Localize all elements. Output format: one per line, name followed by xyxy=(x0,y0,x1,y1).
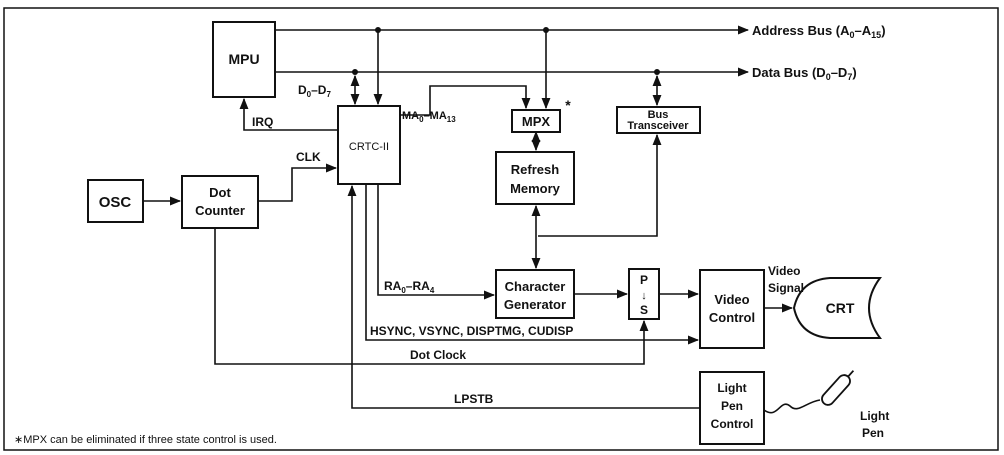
refresh-memory-block xyxy=(495,151,575,205)
light-pen-cable xyxy=(763,399,821,414)
ma-line xyxy=(400,85,531,116)
ra-line xyxy=(377,184,496,300)
crtc-data-label: D0–D7 xyxy=(298,83,331,99)
bus-transceiver-block xyxy=(616,106,701,134)
refresh-memory-label-1: Refresh xyxy=(511,162,559,177)
frame xyxy=(3,7,999,451)
bus-transceiver-label-2: Transceiver xyxy=(627,120,689,132)
data-junction-transceiver xyxy=(654,69,660,75)
mpx-asterisk: * xyxy=(565,97,571,113)
dot-counter-label-1: Dot xyxy=(209,185,231,200)
ps-label-p: P xyxy=(640,273,648,287)
address-bus-label: Address Bus (A0–A15) xyxy=(752,23,886,40)
dot-clock-label: Dot Clock xyxy=(410,348,466,362)
ps-label-s: S xyxy=(640,303,648,317)
osc-label: OSC xyxy=(99,194,132,211)
lpstb-label: LPSTB xyxy=(454,392,494,406)
crtc-block xyxy=(337,105,401,185)
video-control-label-1: Video xyxy=(714,292,749,307)
char-gen-label-1: Character xyxy=(505,279,566,294)
sync-line xyxy=(365,184,700,345)
clk-line xyxy=(258,163,338,202)
bus-transceiver-label-1: Bus xyxy=(648,109,669,121)
mpu-label: MPU xyxy=(228,51,259,67)
data-junction-crtc xyxy=(352,69,358,75)
light-pen-control-label-1: Light xyxy=(717,381,746,395)
video-control-block xyxy=(699,269,765,349)
clk-label: CLK xyxy=(296,150,321,164)
video-signal-label-1: Video xyxy=(768,264,800,278)
crt-label: CRT xyxy=(826,300,855,316)
light-pen-control-label-2: Pen xyxy=(721,399,743,413)
data-bus-label: Data Bus (D0–D7) xyxy=(752,65,857,82)
crtc-label: CRTC-II xyxy=(349,141,389,153)
lpstb-line xyxy=(347,184,700,409)
ra-label: RA0–RA4 xyxy=(384,279,435,295)
light-pen-control-label-3: Control xyxy=(711,417,754,431)
irq-line xyxy=(239,97,338,131)
light-pen-icon xyxy=(821,370,855,406)
char-gen-label-2: Generator xyxy=(504,297,566,312)
sync-label: HSYNC, VSYNC, DISPTMG, CUDISP xyxy=(370,324,573,338)
video-signal-label-2: Signal xyxy=(768,281,804,295)
crt-shape xyxy=(792,277,882,339)
ps-label-arrow: ↓ xyxy=(641,290,647,302)
dot-counter-label-2: Counter xyxy=(195,203,245,218)
light-pen-label-1: Light xyxy=(860,409,889,423)
irq-label: IRQ xyxy=(252,115,273,129)
dot-counter-block xyxy=(181,175,259,229)
mpx-label: MPX xyxy=(522,114,551,129)
transceiver-memory-line xyxy=(538,133,662,237)
ma-label: MA0–MA13 xyxy=(402,110,456,124)
light-pen-label-2: Pen xyxy=(862,426,884,440)
video-control-label-2: Control xyxy=(709,310,755,325)
refresh-memory-label-2: Memory xyxy=(510,181,561,196)
footnote: ∗MPX can be eliminated if three state co… xyxy=(14,434,277,446)
dot-clock-line xyxy=(214,228,649,365)
mpu-block xyxy=(212,21,276,98)
